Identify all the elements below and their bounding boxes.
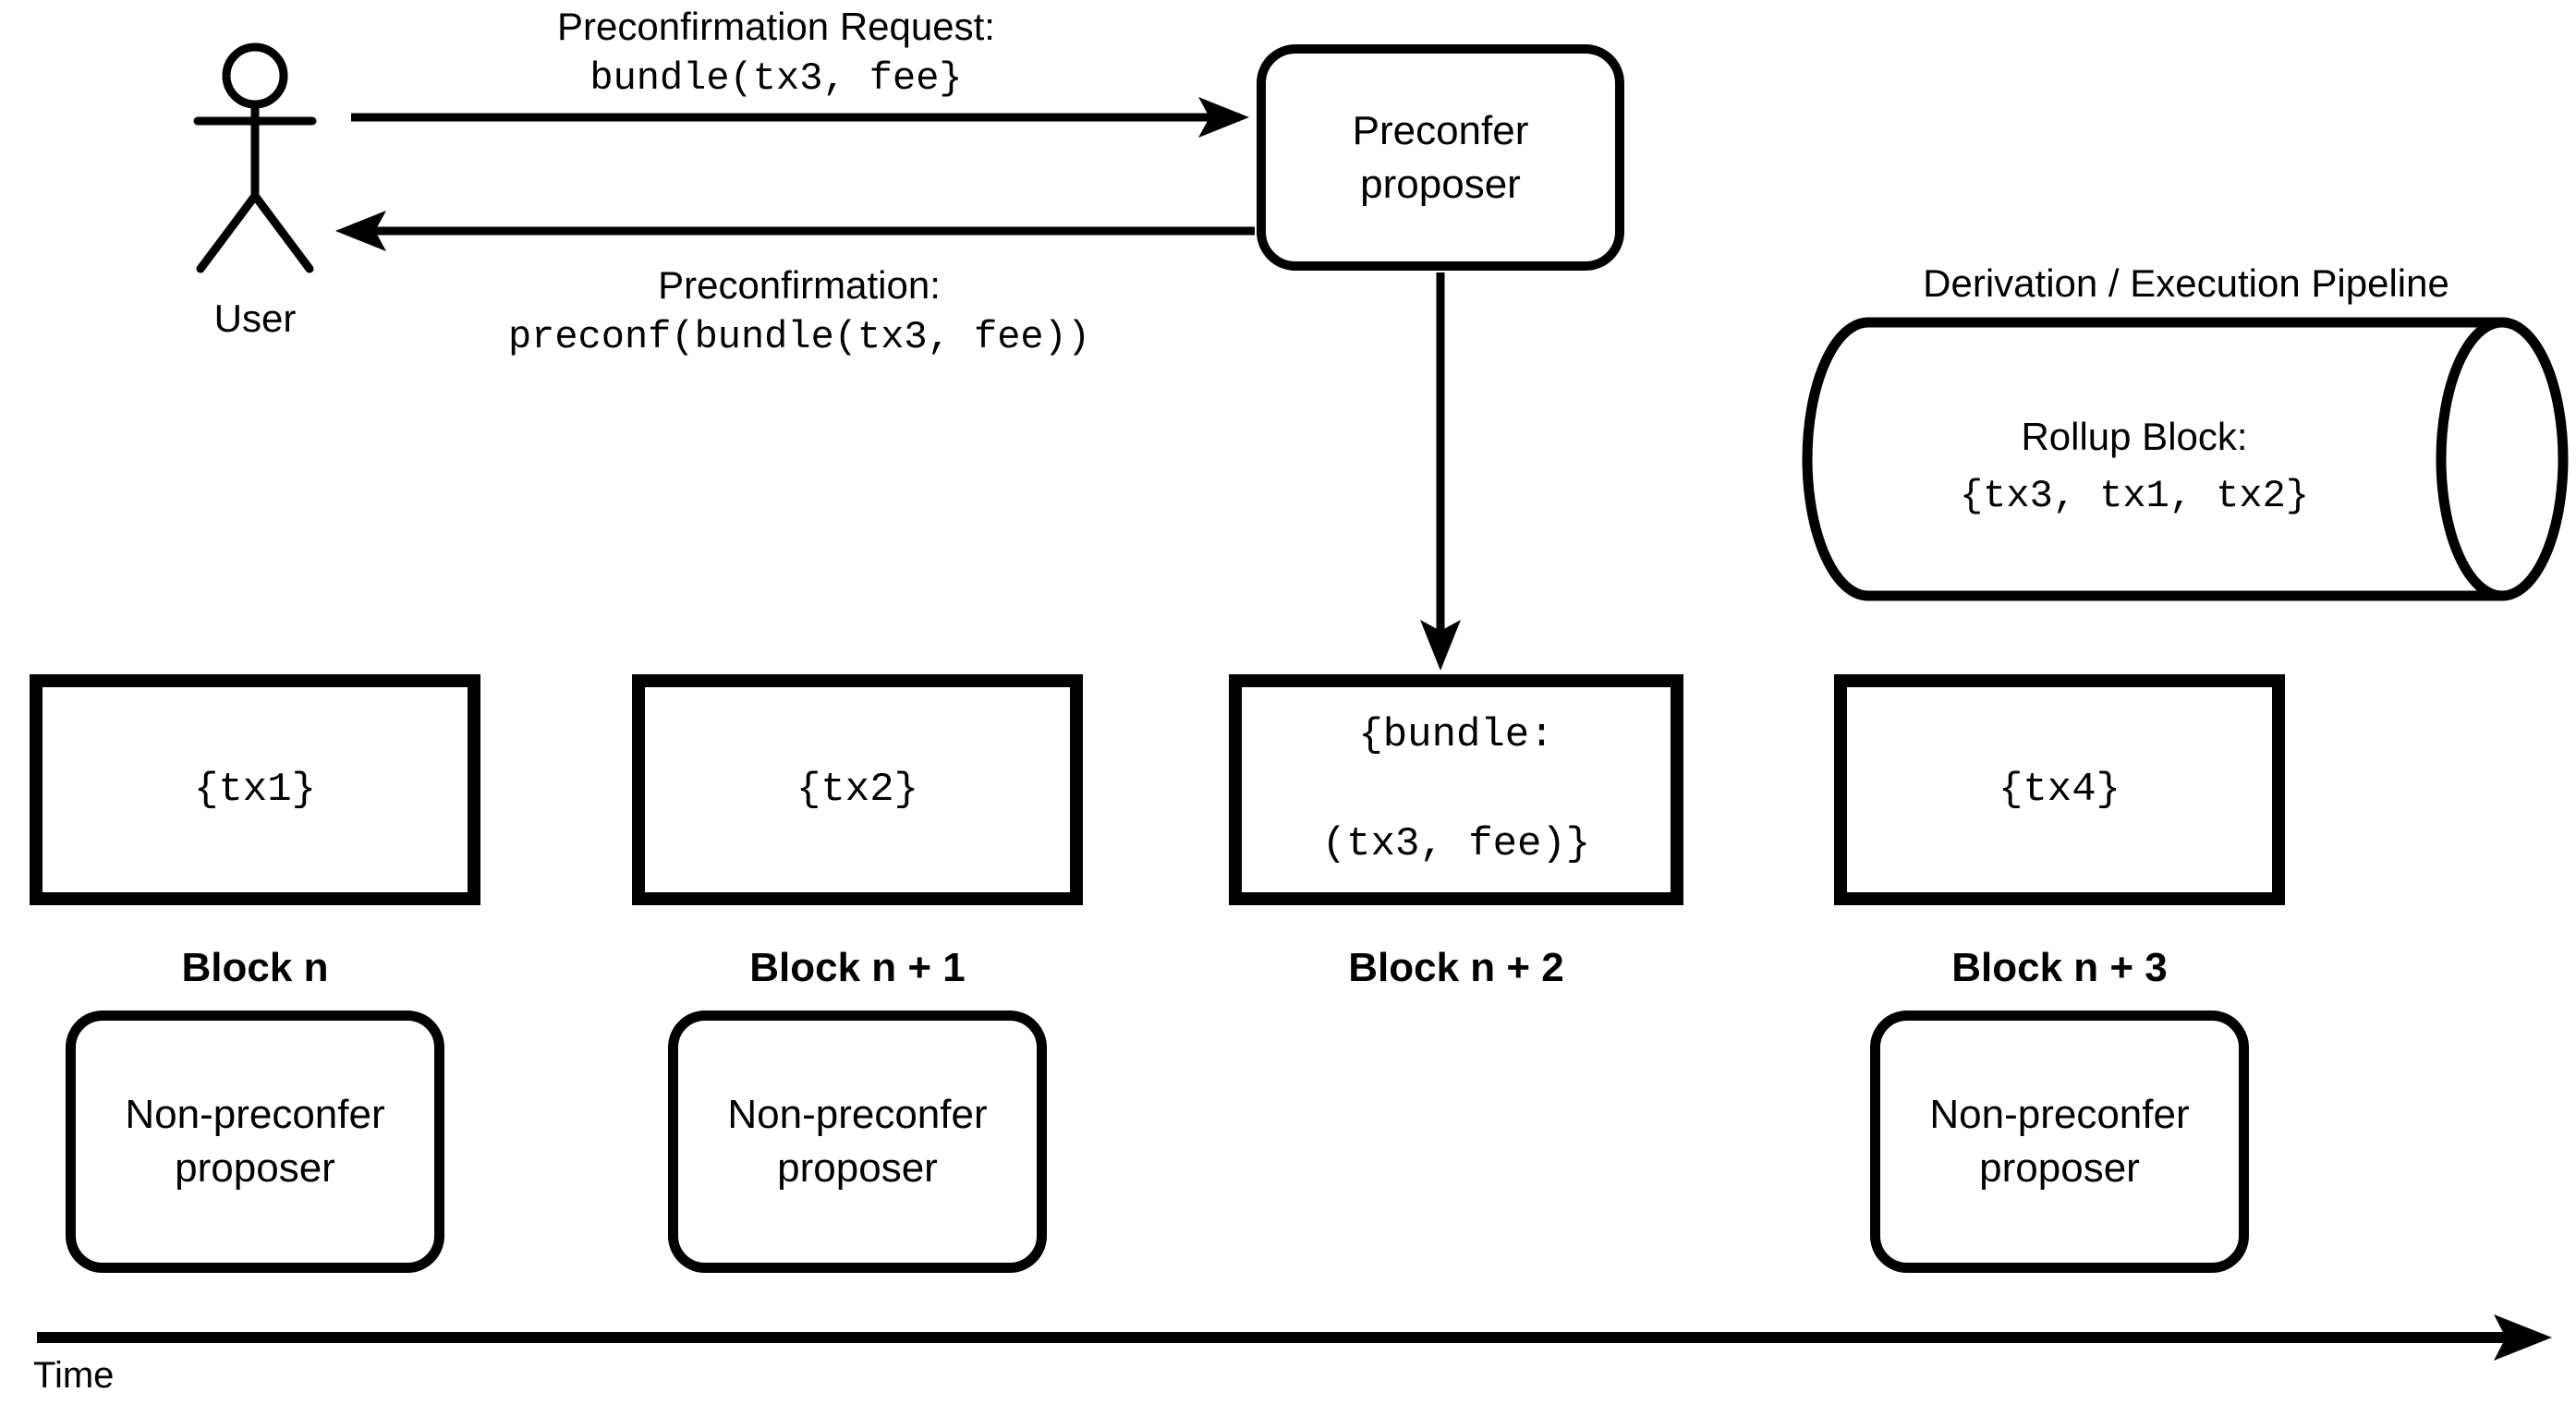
block-n3-label: Block n + 3	[1951, 945, 2168, 990]
pipeline-cylinder	[1802, 317, 2569, 601]
block-n-rect: {tx1}	[30, 674, 480, 905]
block-n1-label: Block n + 1	[749, 945, 966, 990]
request-label-code: bundle(tx3, fee}	[589, 56, 963, 101]
non-preconfer-box-3: Non-preconfer proposer	[1870, 1011, 2249, 1273]
block-n2-content-line2: (tx3, fee)}	[1321, 821, 1591, 867]
response-arrowhead	[335, 211, 386, 251]
pipeline-title: Derivation / Execution Pipeline	[1923, 261, 2449, 305]
block-n3-rect: {tx4}	[1834, 674, 2285, 905]
block-n1-content: {tx2}	[796, 767, 919, 813]
block-n1-rect: {tx2}	[632, 674, 1083, 905]
request-arrowhead	[1198, 97, 1249, 138]
rollup-block-title: Rollup Block:	[2021, 415, 2248, 458]
block-n2-content-line1: {bundle:	[1358, 712, 1554, 758]
request-label-title: Preconfirmation Request:	[557, 5, 995, 48]
block-n-content: {tx1}	[193, 767, 317, 813]
response-arrow	[335, 211, 1255, 251]
non-preconfer-box-1: Non-preconfer proposer	[66, 1011, 444, 1273]
rollup-block-code: {tx3, tx1, tx2}	[1959, 474, 2310, 518]
block-n2-label: Block n + 2	[1348, 945, 1564, 990]
block-n3-content: {tx4}	[1998, 767, 2121, 813]
block-n2-rect: {bundle: (tx3, fee)}	[1229, 674, 1683, 905]
preconfer-proposer-box: Preconfer proposer	[1257, 44, 1624, 271]
request-arrow	[351, 97, 1249, 138]
non-preconfer-box-2: Non-preconfer proposer	[668, 1011, 1047, 1273]
response-label-title: Preconfirmation:	[658, 263, 941, 307]
response-label: Preconfirmation: preconf(bundle(tx3, fee…	[430, 262, 1169, 360]
time-label: Time	[33, 1355, 115, 1396]
user-stick-figure-icon	[193, 42, 317, 273]
rollup-block-text: Rollup Block: {tx3, tx1, tx2}	[1857, 413, 2412, 520]
down-arrowhead	[1420, 620, 1461, 671]
request-label: Preconfirmation Request: bundle(tx3, fee…	[499, 4, 1053, 102]
block-n-label: Block n	[181, 945, 329, 990]
time-arrowhead	[2494, 1314, 2552, 1361]
proposer-to-block-arrow	[1420, 272, 1461, 671]
response-label-code: preconf(bundle(tx3, fee))	[507, 315, 1091, 359]
user-label: User	[213, 297, 297, 340]
block-n2-content: {bundle: (tx3, fee)}	[1322, 712, 1590, 867]
time-arrow	[37, 1314, 2552, 1361]
